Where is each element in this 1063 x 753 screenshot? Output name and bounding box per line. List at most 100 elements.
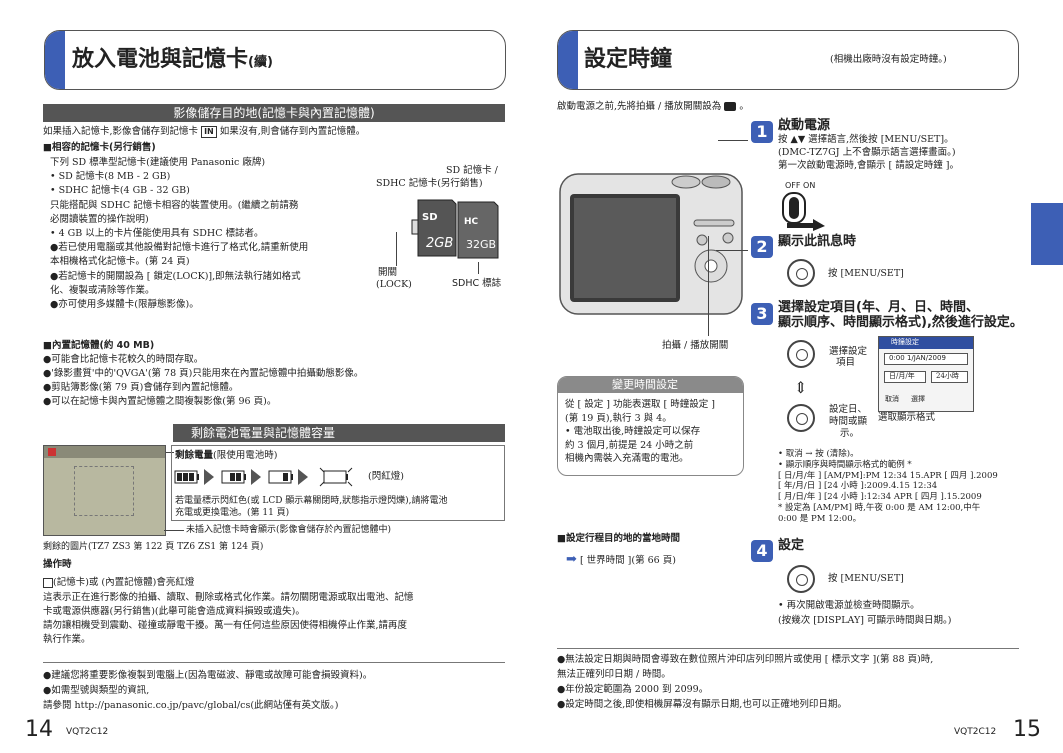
step-3-title-1: 選擇設定項目(年、月、日、時間、: [778, 300, 979, 315]
card-line-0: 下列 SD 標準型記憶卡(建議使用 Panasonic 廠牌): [50, 157, 266, 168]
battery-label-text: 剩餘電量: [175, 450, 214, 461]
step-3-note-0: • 取消 → 按 (清除)。: [778, 449, 859, 459]
switch-label-lock: (LOCK): [376, 279, 412, 290]
screen-format: 24小時: [936, 372, 959, 380]
menu-set-dial-icon: [787, 565, 815, 593]
travel-link[interactable]: ➡ [ 世界時間 ](第 66 頁): [566, 552, 676, 569]
left-foot-line-1: ●如需型號與類型的資訊,: [43, 685, 150, 696]
step-1-number: 1: [751, 121, 773, 143]
doc-code-left: VQT2C12: [66, 727, 109, 737]
step-3-note-3: [ 年/月/日 ] [24 小時 ]:2009.4.15 12:34: [778, 481, 938, 492]
switch-label: 開關: [378, 267, 398, 278]
remaining-pictures: 剩餘的圖片(TZ7 ZS3 第 122 頁 TZ6 ZS1 第 124 頁): [43, 542, 264, 552]
lcd-icon: [48, 448, 56, 456]
step-3-note-4: [ 月/日/年 ] [24 小時 ]:12:34 APR [ 四月 ].15.2…: [778, 492, 982, 503]
camera-mode-icon: [724, 102, 737, 111]
screen-select: 選擇: [911, 395, 925, 403]
change-line-1: (第 19 頁),執行 3 與 4。: [565, 412, 672, 424]
op-line-1-text: (記憶卡)或 (內置記憶體)會亮紅燈: [53, 577, 195, 588]
card-line-10: ●亦可使用多媒體卡(限靜態影像)。: [50, 299, 199, 310]
intro-text: 如果插入記憶卡,影像會儲存到記憶卡 IN 如果沒有,則會儲存到內置記憶體。: [43, 126, 366, 139]
operating-line-0: 這表示正在進行影像的拍攝、讀取、刪除或格式化作業。請勿關閉電源或取出電池、記憶: [43, 592, 414, 603]
up-down-arrow-icon: ⇕: [794, 378, 808, 397]
battery-box: [171, 445, 505, 521]
step-1-title: 啟動電源: [778, 118, 831, 133]
screen-order-box: [884, 371, 926, 383]
battery-levels: [174, 467, 353, 487]
flash-red-label: (閃紅燈): [368, 471, 404, 482]
lcd-screen: [43, 445, 166, 536]
card-access-icon: [43, 577, 53, 588]
off-on-label: OFF ON: [785, 181, 816, 190]
battery-label: 剩餘電量(限使用電池時): [175, 450, 277, 462]
callout-line: [708, 236, 709, 336]
side-tab: [1031, 203, 1063, 265]
right-intro: 啟動電源之前,先將拍攝 / 播放開關設為 。: [557, 101, 749, 112]
callout-line: [718, 140, 748, 141]
card-line-5: • 4 GB 以上的卡片僅能使用具有 SDHC 標誌者。: [50, 228, 264, 239]
step-3-note-2: [ 日/月/年 ] [AM/PM]:PM 12:34 15.APR [ 四月 ]…: [778, 470, 998, 481]
callout-line: [716, 250, 748, 251]
travel-link-text[interactable]: [ 世界時間 ](第 66 頁): [579, 555, 676, 566]
screen-header: [879, 337, 973, 349]
travel-heading: ■設定行程目的地的當地時間: [557, 533, 680, 544]
change-time-header: [558, 377, 743, 393]
step-3-title-2: 顯示順序、時間顯示格式),然後進行設定。: [778, 315, 1023, 330]
change-line-0: 從 [ 設定 ] 功能表選取 [ 時鐘設定 ]: [565, 399, 715, 410]
sd-label-2: SDHC 記憶卡(另行銷售): [376, 178, 483, 189]
screen-cancel: 取消: [885, 395, 899, 403]
set-text-2: 時間或顯: [829, 416, 868, 427]
right-foot-line-3: ●設定時間之後,即使相機屏幕沒有顯示日期,也可以正確地列印日期。: [557, 699, 847, 710]
page-number-left: 14: [25, 717, 53, 742]
section-title-battery-text: 剩餘電池電量與記憶體容量: [191, 426, 336, 440]
change-line-3: 約 3 個月,前提是 24 小時之前: [565, 439, 694, 451]
arrow-icon: ➡: [566, 552, 577, 567]
step-3-number: 3: [751, 303, 773, 325]
memory-line-2: ●剪貼簿影像(第 79 頁)會儲存到內置記憶體。: [43, 382, 239, 393]
card-capacity-sd: 2GB: [426, 236, 454, 251]
card-line-8: ●若記憶卡的開關設為 [ 鎖定(LOCK)],即無法執行諸如格式: [50, 270, 301, 282]
svg-text:SD: SD: [422, 212, 438, 223]
title-suffix: (續): [248, 55, 273, 70]
right-foot-line-0: ●無法設定日期與時間會導致在數位照片沖印店列印照片或使用 [ 標示文字 ](第 …: [557, 654, 934, 665]
step-4-number: 4: [751, 540, 773, 562]
title-main: 放入電池與記憶卡: [72, 47, 249, 72]
card-line-7: 本相機格式化記憶卡。(第 24 頁): [50, 256, 190, 268]
display-format-label: 選取顯示格式: [878, 412, 936, 423]
card-line-1: • SD 記憶卡(8 MB - 2 GB): [50, 171, 171, 183]
svg-text:HC: HC: [464, 217, 479, 227]
left-title-box: [44, 30, 506, 90]
intro-post: 如果沒有,則會儲存到內置記憶體。: [219, 126, 366, 137]
step-1-line-2: 第一次啟動電源時,會顯示 [ 請設定時鐘 ]。: [778, 160, 959, 171]
change-line-2: • 電池取出後,時鐘設定可以保存: [565, 426, 701, 437]
right-foot-line-2: ●年份設定範圍為 2000 到 2099。: [557, 684, 709, 695]
intro-pre: 如果插入記憶卡,影像會儲存到記憶卡: [43, 126, 199, 137]
right-intro-text: 啟動電源之前,先將拍攝 / 播放開關設為: [557, 101, 722, 112]
set-text-1: 設定日、: [829, 404, 868, 415]
change-line-4: 相機內需裝入充滿電的電池。: [565, 453, 689, 464]
card-capacity-sdhc: 32GB: [466, 238, 497, 251]
sd-label-1: SD 記憶卡 /: [446, 165, 498, 176]
callout-line: [478, 262, 479, 274]
select-item-1: 選擇設定: [829, 346, 868, 357]
battery-desc-1: 若電量標示閃紅色(或 LCD 顯示幕關閉時,狀態指示燈閃爍),請將電池: [175, 496, 448, 506]
change-time-box: [557, 376, 744, 476]
title-accent-bar: [558, 31, 578, 89]
op-line-1: (記憶卡)或 (內置記憶體)會亮紅燈: [43, 577, 194, 589]
lcd-focus-frame: [74, 466, 134, 516]
left-footer-divider: [43, 662, 505, 663]
sdhc-logo-label: SDHC 標誌: [452, 278, 502, 289]
step-2-number: 2: [751, 236, 773, 258]
memory-heading: ■內置記憶體(約 40 MB): [43, 340, 155, 351]
switch-label-right: 拍攝 / 播放開關: [662, 340, 729, 351]
screen-title: 時鐘設定: [891, 338, 919, 346]
step-3-note-1: • 顯示順序與時間顯示格式的範例 *: [778, 459, 912, 470]
operating-heading: 操作時: [43, 559, 72, 570]
camera-illustration: [559, 173, 743, 315]
no-card-note: 未插入記憶卡時會顯示(影像會儲存於內置記憶體中): [186, 525, 392, 535]
memory-line-1: ●'錄影畫質'中的'QVGA'(第 78 頁)只能用來在內置記憶體中拍攝動態影像…: [43, 368, 364, 379]
step-2-press: 按 [MENU/SET]: [828, 268, 904, 279]
change-time-title: 變更時間設定: [612, 378, 678, 391]
step-4-press: 按 [MENU/SET]: [828, 573, 904, 584]
operating-line-2: 請勿讓相機受到震動、碰撞或靜電干擾。萬一有任何這些原因使得相機停止作業,請再度: [43, 620, 408, 631]
